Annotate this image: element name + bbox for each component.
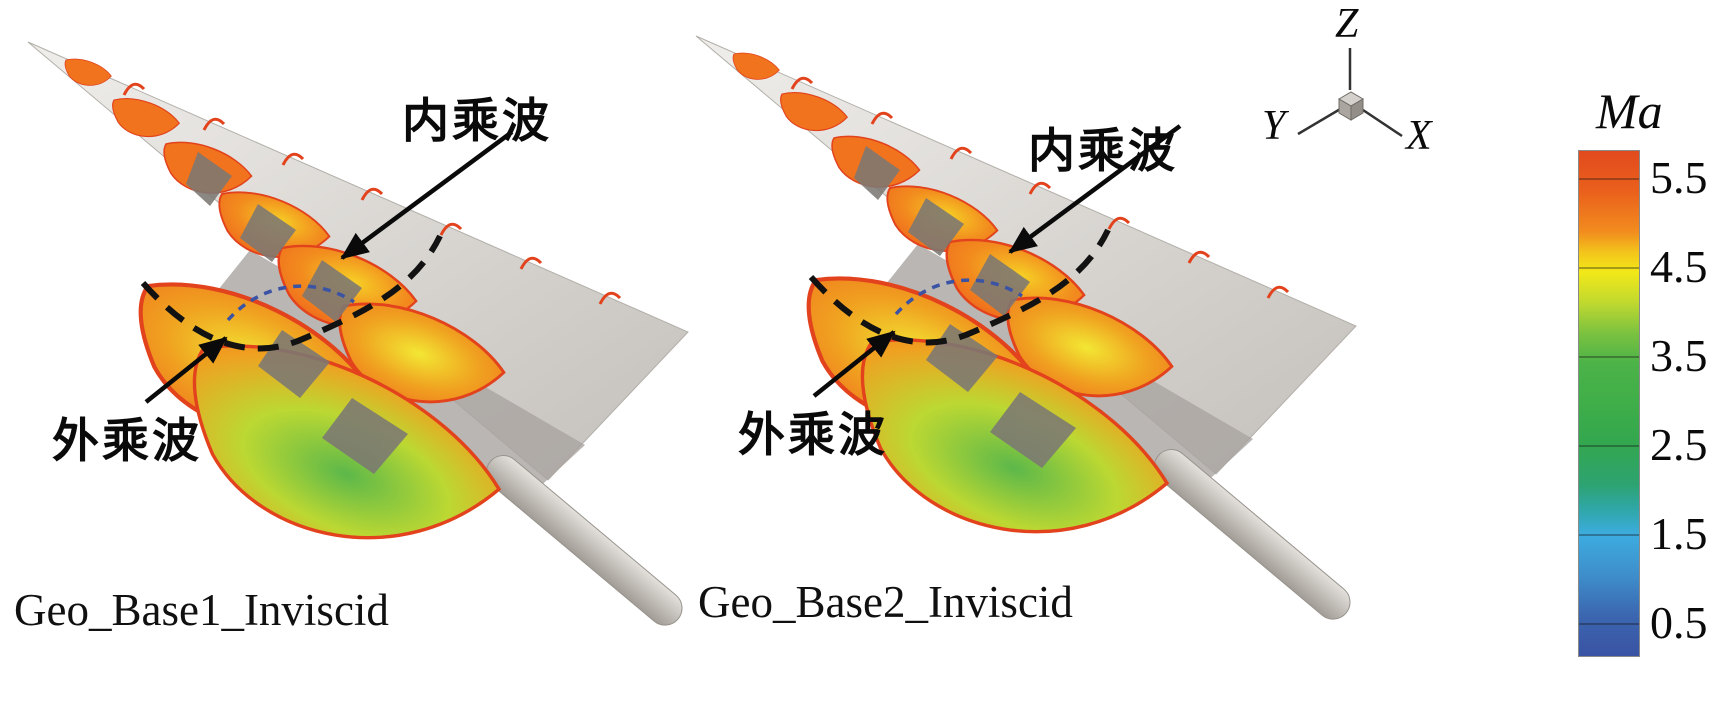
colorbar-divider — [1579, 267, 1639, 269]
colorbar-tick-4p5: 4.5 — [1650, 241, 1708, 292]
colorbar-divider — [1579, 534, 1639, 536]
axis-triad — [1297, 48, 1403, 138]
panel-caption-left: Geo_Base1_Inviscid — [14, 585, 389, 635]
outer-wave-label-left: 外乘波 — [52, 414, 202, 467]
waverider-right — [696, 36, 1357, 626]
waverider-left — [28, 42, 689, 632]
colorbar-tick-0p5: 0.5 — [1650, 597, 1708, 648]
colorbar-tick-2p5: 2.5 — [1650, 419, 1708, 470]
colorbar-tick-5p5: 5.5 — [1650, 152, 1708, 203]
colorbar — [1578, 150, 1640, 657]
axis-label-y: Y — [1262, 103, 1286, 149]
inner-wave-label-left: 内乘波 — [402, 94, 552, 147]
colorbar-title: Ma — [1596, 83, 1663, 139]
colorbar-divider — [1579, 178, 1639, 180]
colorbar-tick-3p5: 3.5 — [1650, 330, 1708, 381]
inner-wave-label-right: 内乘波 — [1028, 124, 1178, 177]
panel-caption-right: Geo_Base2_Inviscid — [698, 577, 1073, 627]
outer-wave-label-right: 外乘波 — [738, 408, 888, 461]
axis-label-x: X — [1406, 113, 1432, 159]
colorbar-divider — [1579, 445, 1639, 447]
colorbar-divider — [1579, 356, 1639, 358]
axis-label-z: Z — [1335, 1, 1359, 47]
colorbar-tick-1p5: 1.5 — [1650, 508, 1708, 559]
colorbar-divider — [1579, 623, 1639, 625]
